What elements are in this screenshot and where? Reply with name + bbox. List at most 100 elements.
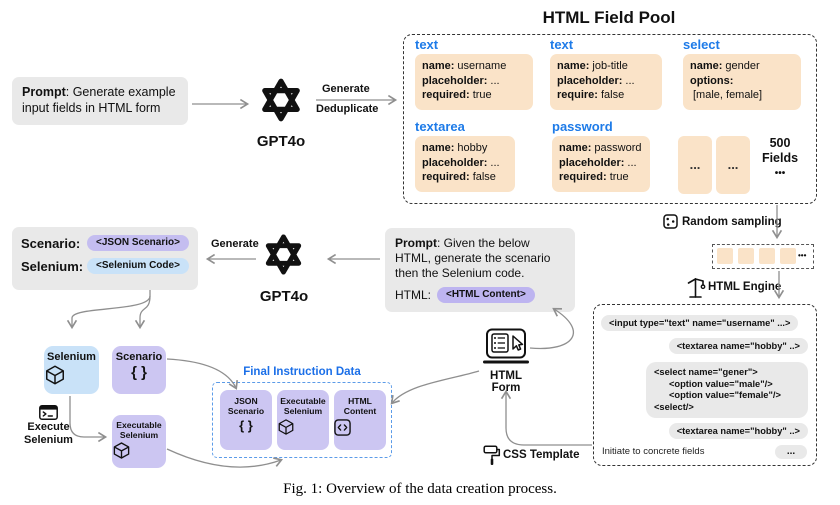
html-engine-label: HTML Engine xyxy=(708,281,782,293)
field-card-text-jobtitle: text name:job-title placeholder:... requ… xyxy=(550,38,662,110)
scenario-selenium-box: Scenario: <JSON Scenario> Selenium: <Sel… xyxy=(12,227,198,290)
prompt2-box: Prompt: Given the below HTML, generate t… xyxy=(385,228,575,312)
final-card-html-content: HTML Content xyxy=(334,390,386,450)
scenario-node-label: Scenario xyxy=(115,351,163,363)
dice-icon xyxy=(663,214,678,229)
deduplicate-label: Deduplicate xyxy=(316,103,379,115)
openai-logo-icon xyxy=(265,234,302,275)
ellipsis-card: ... xyxy=(716,136,750,194)
prompt1-text: : Generate example input fields in HTML … xyxy=(22,85,176,115)
selenium-node: Selenium xyxy=(44,346,99,394)
count-dots: ••• xyxy=(774,168,786,179)
generated-html-box: <input type="text" name="username" ...> … xyxy=(593,304,817,466)
code-tag-icon xyxy=(334,419,351,436)
count-number: 500 xyxy=(769,136,791,150)
html-form-icon xyxy=(483,328,529,364)
initiate-note: Initiate to concrete fields xyxy=(602,446,705,457)
field-attr: name:password xyxy=(559,142,642,154)
executable-selenium-label: Executable Selenium xyxy=(116,420,162,440)
selenium-node-label: Selenium xyxy=(47,351,96,363)
json-scenario-pill: <JSON Scenario> xyxy=(87,235,189,251)
executable-selenium-node: Executable Selenium xyxy=(112,415,166,468)
gpt2-label: GPT4o xyxy=(259,288,309,305)
scenario-node: Scenario { } xyxy=(112,346,166,394)
field-attr: required:true xyxy=(422,89,492,101)
cube-icon xyxy=(278,419,294,435)
html-form-label: HTML Form xyxy=(490,370,522,394)
field-attr: name:gender xyxy=(690,60,760,72)
field-attr: placeholder:... xyxy=(422,156,500,169)
generate-label: Generate xyxy=(322,83,370,95)
field-attr: placeholder:... xyxy=(559,156,637,169)
field-card-text-username: text name:username placeholder:... requi… xyxy=(415,38,533,110)
field-card-select-gender: select name:gender options: [male, femal… xyxy=(683,38,801,110)
html-content-pill: <HTML Content> xyxy=(437,287,535,303)
field-type-label: password xyxy=(552,119,613,134)
cube-icon xyxy=(113,442,130,459)
final-card-json-scenario: JSON Scenario { } xyxy=(220,390,272,450)
sample-square xyxy=(780,248,796,264)
field-card-password: password name:password placeholder:... r… xyxy=(552,120,650,192)
field-attr: required:false xyxy=(422,171,496,183)
scenario-key-label: Scenario: xyxy=(21,235,81,251)
prompt1-keyword: Prompt xyxy=(22,85,66,99)
code-dots-pill: ... xyxy=(775,445,807,459)
code-line: <option value="female"/> xyxy=(669,390,781,400)
code-line: <select/> xyxy=(654,401,694,412)
field-attr: name:job-title xyxy=(557,60,628,72)
sample-strip: ••• xyxy=(712,244,814,269)
field-type-label: textarea xyxy=(415,119,465,134)
execute-selenium-label: Execute Selenium xyxy=(24,421,73,446)
code-line: <select name="gener"> xyxy=(654,367,758,377)
field-attr: name:username xyxy=(422,60,507,72)
terminal-icon xyxy=(39,405,58,420)
field-type-label: text xyxy=(415,37,439,52)
html-key-label: HTML: xyxy=(395,287,431,302)
final-data-box xyxy=(212,382,392,458)
field-card-textarea-hobby: textarea name:hobby placeholder:... requ… xyxy=(415,120,515,192)
field-attr: name:hobby xyxy=(422,142,488,154)
prompt2-keyword: Prompt xyxy=(395,236,437,250)
field-type-label: text xyxy=(550,37,574,52)
field-attr: [male, female] xyxy=(693,89,763,101)
field-attr: options: xyxy=(690,74,734,87)
gpt1-label: GPT4o xyxy=(256,133,306,150)
field-pool-box xyxy=(403,34,817,204)
crane-icon xyxy=(687,278,706,298)
code-block-select: <select name="gener"> <option value="mal… xyxy=(646,362,808,418)
braces-icon: { } xyxy=(131,364,147,381)
field-attr: require:false xyxy=(557,89,625,101)
final-card-label: Executable Selenium xyxy=(280,396,326,416)
final-data-title: Final Instruction Data xyxy=(243,366,361,378)
random-sampling-label: Random sampling xyxy=(682,216,782,228)
prompt1-box: Prompt: Generate example input fields in… xyxy=(12,77,188,125)
selenium-code-pill: <Selenium Code> xyxy=(87,258,189,274)
count-unit: Fields xyxy=(761,151,799,165)
code-pill-textarea: <textarea name="hobby" ..> xyxy=(668,338,808,354)
final-card-executable-selenium: Executable Selenium xyxy=(277,390,329,450)
prompt2-text: : Given the below HTML, generate the sce… xyxy=(395,236,551,280)
sample-square xyxy=(717,248,733,264)
final-card-label: JSON Scenario xyxy=(227,396,265,416)
field-attr: placeholder:... xyxy=(557,74,635,87)
figure-caption: Fig. 1: Overview of the data creation pr… xyxy=(283,481,557,497)
sample-square xyxy=(738,248,754,264)
css-template-label: CSS Template xyxy=(503,449,580,461)
openai-logo-icon xyxy=(262,78,300,122)
code-pill-textarea2: <textarea name="hobby" ..> xyxy=(668,423,808,439)
braces-icon: { } xyxy=(239,418,253,433)
paint-roller-icon xyxy=(483,445,501,465)
strip-dots: ••• xyxy=(798,251,807,260)
cube-icon xyxy=(46,365,64,385)
field-attr: required:true xyxy=(559,171,629,183)
field-count: 500 Fields ••• xyxy=(754,136,806,181)
ellipsis-card: ... xyxy=(678,136,712,194)
generate2-label: Generate xyxy=(211,238,259,250)
final-card-label: HTML Content xyxy=(343,396,377,416)
pool-title: HTML Field Pool xyxy=(542,8,676,27)
field-type-label: select xyxy=(683,37,720,52)
sample-square xyxy=(759,248,775,264)
code-line: <option value="male"/> xyxy=(669,378,773,389)
field-attr: placeholder:... xyxy=(422,74,500,87)
